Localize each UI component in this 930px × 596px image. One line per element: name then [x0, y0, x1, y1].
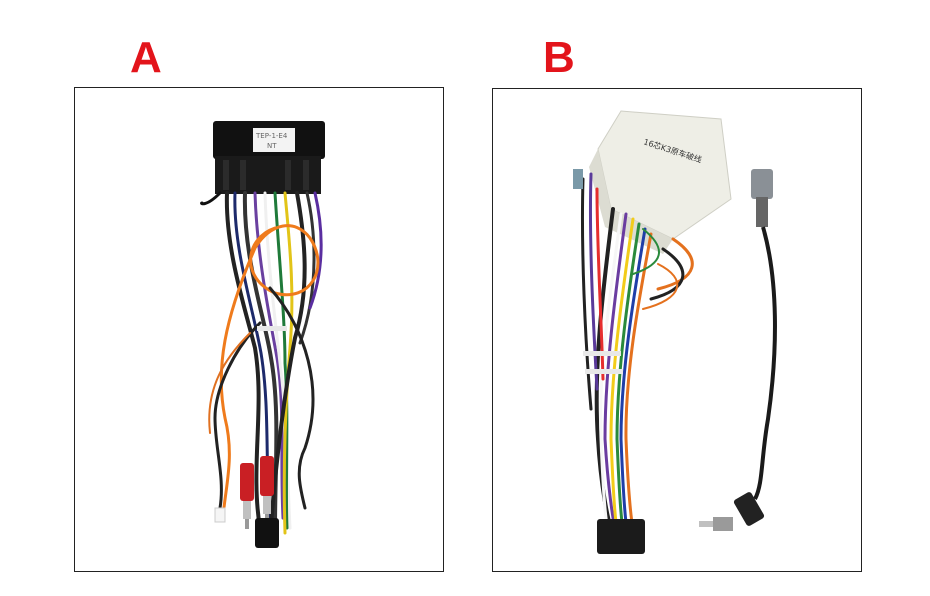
panel-a-photo-frame: ΤΕΡ-1-Ε4 ΝΤ — [74, 87, 444, 572]
rca-plugs — [240, 456, 274, 529]
wire-bundle-b — [580, 172, 694, 531]
connector-sticker-line-2: ΝΤ — [267, 142, 277, 150]
small-black-plug — [255, 518, 279, 548]
panel-b-photo-frame: 16芯K3原车破线 — [492, 88, 862, 572]
black-connector: ΤΕΡ-1-Ε4 ΝΤ — [213, 121, 325, 194]
wire-harness-a-image: ΤΕΡ-1-Ε4 ΝΤ — [200, 121, 325, 548]
cable-tie-b-2 — [585, 369, 623, 374]
panel-b-label: B — [543, 33, 575, 82]
blue-tip-terminal — [573, 169, 583, 189]
antenna-adapter-cable — [699, 169, 777, 531]
cable-tie-b — [583, 351, 621, 356]
wire-bundle — [200, 191, 323, 540]
connector-sticker-line-1: ΤΕΡ-1-Ε4 — [255, 132, 288, 140]
wire-harness-b-image: 16芯K3原车破线 — [573, 110, 777, 554]
panel-a-label: A — [130, 33, 162, 82]
cable-tie — [257, 326, 287, 331]
bottom-connector-plug — [597, 519, 645, 554]
white-mini-plug — [214, 507, 226, 523]
